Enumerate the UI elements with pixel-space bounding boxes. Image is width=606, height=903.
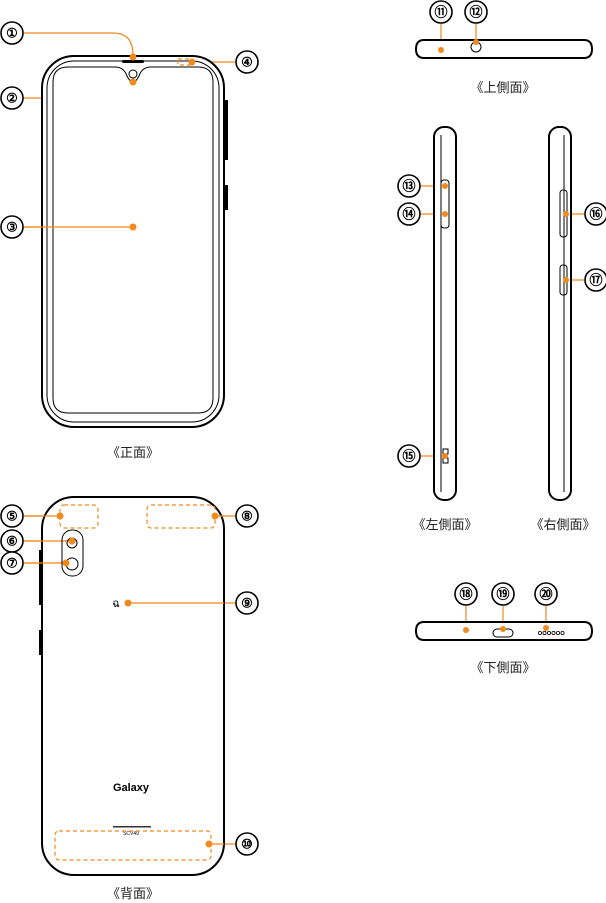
caption-front: 《正面》 xyxy=(107,446,159,461)
callout-label: ⑤ xyxy=(6,509,18,524)
callout-label: ⑥ xyxy=(6,534,18,549)
front-body xyxy=(41,55,225,428)
back-body xyxy=(41,496,225,876)
callout-label: ② xyxy=(6,91,18,106)
callout-label: ⑳ xyxy=(539,587,552,602)
callout-6: ⑥ xyxy=(0,529,24,553)
callout-label: ⑮ xyxy=(402,449,415,464)
regulatory-text xyxy=(113,826,151,828)
back-view: ฉ Galaxy SCV49 《背面》 xyxy=(24,496,225,902)
callout-8: ⑧ xyxy=(235,504,259,528)
callout-label: ⑲ xyxy=(496,587,509,602)
top-side-view: 《上側面》 xyxy=(414,39,594,96)
callout-17: ⑰ xyxy=(584,268,606,292)
callout-label: ⑬ xyxy=(402,179,415,194)
callout-label: ⑱ xyxy=(459,587,472,602)
nfc-icon: ฉ xyxy=(112,597,120,610)
callout-label: ⑪ xyxy=(434,5,447,20)
callout-14: ⑭ xyxy=(397,202,421,226)
callout-label: ⑦ xyxy=(6,556,18,571)
callout-label: ③ xyxy=(6,220,18,235)
front-view: 《正面》 xyxy=(24,55,228,461)
callout-12: ⑫ xyxy=(464,0,488,24)
side-button xyxy=(225,100,228,160)
callout-16: ⑯ xyxy=(584,202,606,226)
sim-tray xyxy=(440,179,450,229)
leader-dots xyxy=(56,39,569,848)
callout-1: ① xyxy=(0,21,24,45)
speaker-holes xyxy=(538,631,565,636)
callout-label: ⑫ xyxy=(469,5,482,20)
callout-label: ① xyxy=(6,26,18,41)
callout-7: ⑦ xyxy=(0,551,24,575)
callout-label: ⑩ xyxy=(241,837,253,852)
callout-2: ② xyxy=(0,86,24,110)
callout-label: ⑭ xyxy=(402,207,415,222)
model-label: SCV49 xyxy=(123,831,139,837)
callout-20: ⑳ xyxy=(534,582,558,606)
left-side-body xyxy=(433,126,457,501)
callout-label: ⑯ xyxy=(589,207,602,222)
right-side-view: 《右側面》 xyxy=(530,126,596,533)
caption-back: 《背面》 xyxy=(107,887,159,902)
callout-15: ⑮ xyxy=(397,444,421,468)
side-button xyxy=(39,630,42,655)
caption-top: 《上側面》 xyxy=(470,81,535,96)
leader-lines-back xyxy=(24,515,224,845)
callout-3: ③ xyxy=(0,215,24,239)
callout-label: ⑨ xyxy=(241,596,253,611)
callout-13: ⑬ xyxy=(397,174,421,198)
callout-label: ⑧ xyxy=(241,509,253,524)
screen xyxy=(52,66,214,414)
side-button xyxy=(225,185,228,210)
side-button xyxy=(39,550,42,605)
earpiece xyxy=(122,60,144,63)
galaxy-logo: Galaxy xyxy=(113,782,150,794)
callout-label: ④ xyxy=(241,55,253,70)
caption-left: 《左側面》 xyxy=(412,518,477,533)
camera-module xyxy=(61,529,84,577)
callout-19: ⑲ xyxy=(491,582,515,606)
right-side-body xyxy=(548,126,572,501)
callout-10: ⑩ xyxy=(235,832,259,856)
callout-label: ⑰ xyxy=(589,273,602,288)
caption-bottom: 《下側面》 xyxy=(470,661,535,676)
caption-right: 《右側面》 xyxy=(530,518,595,533)
callout-5: ⑤ xyxy=(0,504,24,528)
callout-4: ④ xyxy=(235,50,259,74)
callout-11: ⑪ xyxy=(429,0,453,24)
front-camera xyxy=(128,69,138,79)
callout-9: ⑨ xyxy=(235,591,259,615)
left-side-view: 《左側面》 xyxy=(412,126,478,533)
callout-18: ⑱ xyxy=(454,582,478,606)
top-side-body xyxy=(414,39,594,59)
